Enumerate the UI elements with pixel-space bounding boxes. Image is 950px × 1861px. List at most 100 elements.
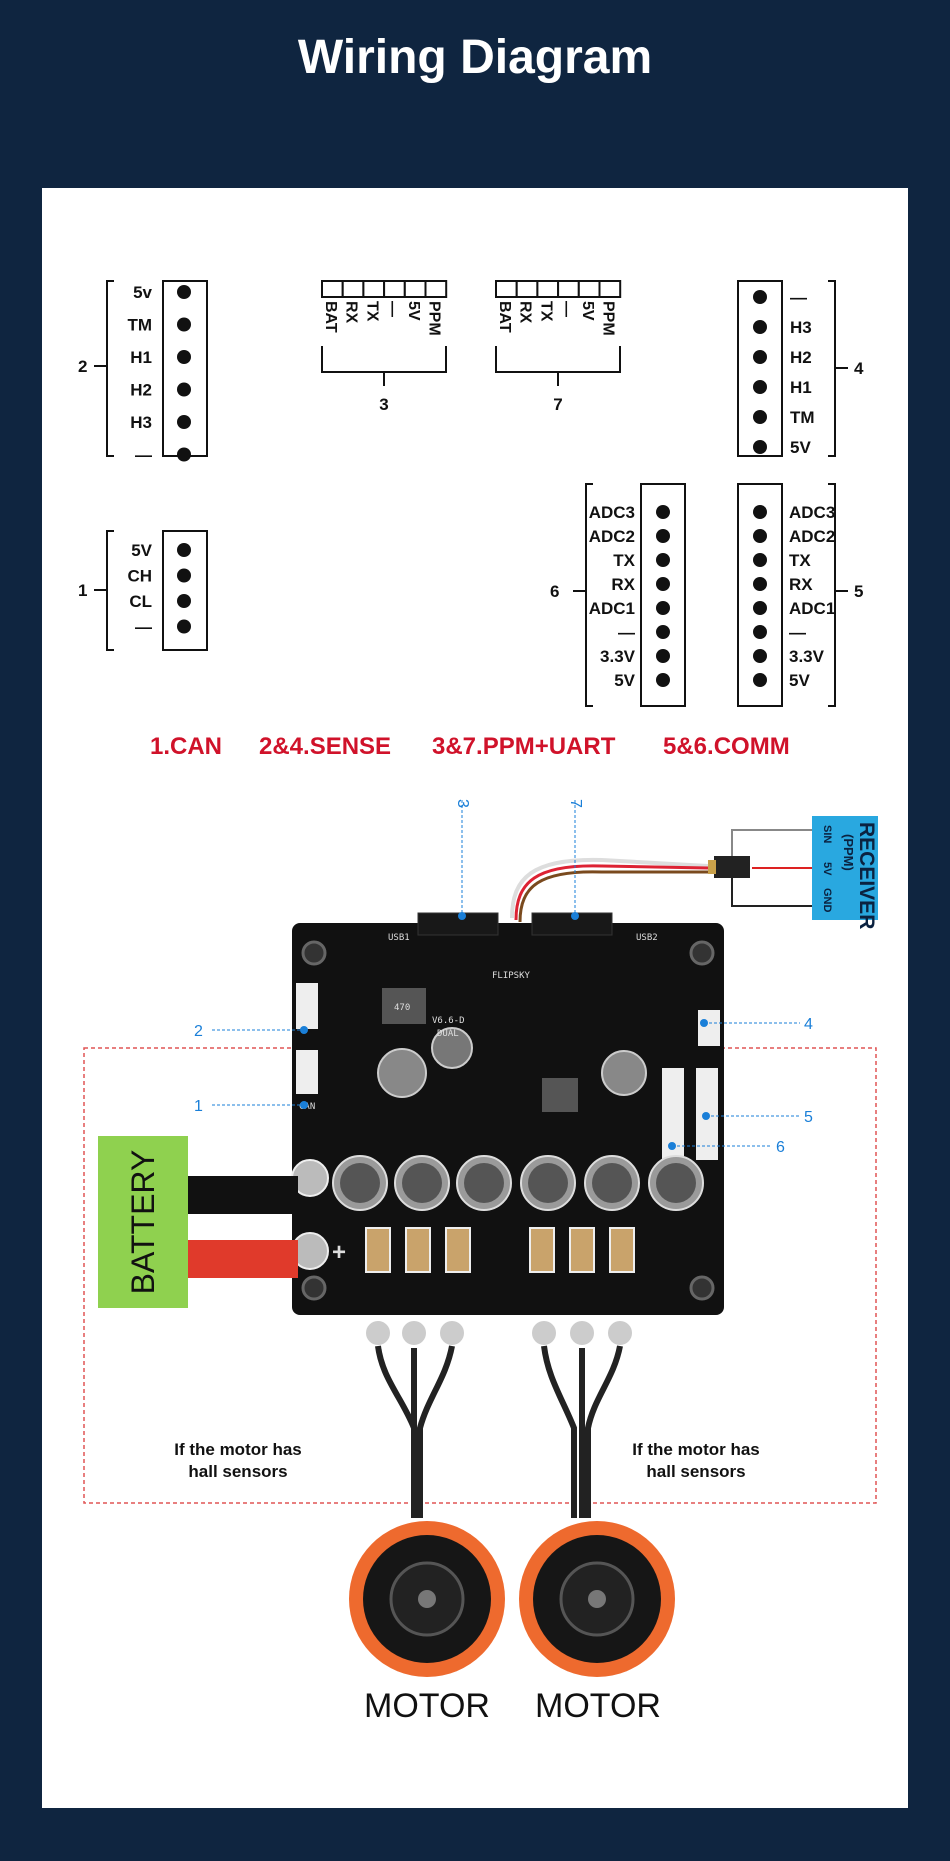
- controller-photo: RECEIVER (PPM) SIN 5V GND: [83, 799, 878, 1725]
- pin-label: TX: [537, 301, 554, 322]
- mosfet: [405, 1227, 431, 1273]
- pin-label: H3: [130, 413, 152, 432]
- mosfet: [569, 1227, 595, 1273]
- mosfet: [365, 1227, 391, 1273]
- hall-note-left-line1: If the motor has: [174, 1440, 302, 1459]
- pin-label: PPM: [426, 301, 443, 336]
- pin-label: —: [558, 301, 575, 317]
- capacitor-top: [656, 1163, 696, 1203]
- receiver-pin-sin: SIN: [821, 825, 833, 843]
- legend-item-can: 1.CAN: [150, 733, 222, 760]
- callout-3: 3: [454, 799, 471, 808]
- pin-label: RX: [517, 301, 534, 324]
- pin-dot: [753, 553, 767, 567]
- pin-dot: [177, 317, 191, 332]
- pin-label: H2: [130, 381, 152, 400]
- connector-4-number: 4: [854, 359, 864, 378]
- pin-dot: [753, 673, 767, 687]
- pin-label: ADC1: [589, 599, 635, 618]
- pin-label: 5V: [789, 671, 810, 690]
- board-label-470: 470: [394, 1003, 410, 1013]
- phase-pad: [530, 1319, 558, 1347]
- pin-label: H1: [790, 378, 812, 397]
- connector-7-number: 7: [553, 395, 562, 414]
- mosfet: [609, 1227, 635, 1273]
- pin-label: 5V: [790, 438, 811, 457]
- board-label-version: V6.6-D: [432, 1016, 465, 1026]
- pin-label: CL: [129, 592, 152, 611]
- hall-note-right-line2: hall sensors: [646, 1462, 745, 1481]
- pin-box: [536, 280, 560, 298]
- legend-item-sense: 2&4.SENSE: [259, 733, 391, 760]
- legend-item-ppm-uart: 3&7.PPM+UART: [432, 733, 616, 760]
- pin-dot: [753, 577, 767, 591]
- battery: BATTERY: [98, 1136, 298, 1308]
- connector-3-number: 3: [379, 395, 388, 414]
- connector-1-pins: 5V CH CL —: [127, 541, 191, 637]
- pin-dot: [656, 529, 670, 543]
- phase-pad: [364, 1319, 392, 1347]
- controller-board: - + 470 FLIPSKY V6.6-D DUAL CAN USB1 USB…: [291, 912, 724, 1347]
- pin-dot: [656, 673, 670, 687]
- board-label-dual: DUAL: [437, 1029, 459, 1039]
- pin-dot: [656, 601, 670, 615]
- phase-pad: [400, 1319, 428, 1347]
- pin-label: H1: [130, 348, 152, 367]
- capacitor-top: [528, 1163, 568, 1203]
- battery-label: BATTERY: [125, 1150, 161, 1295]
- callout-4: 4: [804, 1016, 813, 1033]
- pin-dot: [753, 320, 767, 334]
- pin-dot: [177, 619, 191, 634]
- motor-label-left: MOTOR: [364, 1687, 490, 1725]
- pin-box: [577, 280, 601, 298]
- capacitor-top: [592, 1163, 632, 1203]
- pin-dot: [753, 350, 767, 364]
- pin-dot: [656, 577, 670, 591]
- pin-dot: [177, 382, 191, 397]
- pin-dot: [177, 447, 191, 462]
- pin-dot: [753, 625, 767, 639]
- pin-label: TX: [789, 551, 811, 570]
- board-label-usb2: USB2: [636, 933, 658, 943]
- callout-7: 7: [567, 799, 584, 808]
- pin-dot: [177, 594, 191, 608]
- pin-box: [598, 280, 622, 298]
- pin-box: [341, 280, 365, 298]
- pin-dot: [177, 568, 191, 583]
- receiver: RECEIVER (PPM) SIN 5V GND: [708, 816, 878, 929]
- legend: 1.CAN 2&4.SENSE 3&7.PPM+UART 5&6.COMM: [150, 733, 790, 760]
- connector-5-number: 5: [854, 582, 863, 601]
- pin-dot: [656, 625, 670, 639]
- pin-box: [557, 280, 580, 298]
- page-title: Wiring Diagram: [297, 31, 653, 84]
- board-label-brand: FLIPSKY: [492, 971, 531, 981]
- pin-box: [362, 280, 386, 298]
- pin-label: 5V: [131, 541, 152, 560]
- hall-note-left-line2: hall sensors: [188, 1462, 287, 1481]
- pin-label: —: [135, 618, 152, 637]
- pin-label: BAT: [322, 301, 339, 333]
- pin-label: H2: [790, 348, 812, 367]
- legend-item-comm: 5&6.COMM: [663, 733, 790, 760]
- pin-dot: [753, 529, 767, 543]
- pin-label: 3.3V: [789, 647, 825, 666]
- pin-label: CH: [127, 567, 152, 586]
- pin-label: ADC1: [789, 599, 835, 618]
- connector-1-number: 1: [78, 581, 87, 600]
- pin-label: —: [790, 288, 807, 307]
- pin-dot: [656, 505, 670, 519]
- mosfet: [529, 1227, 555, 1273]
- pin-label: 5V: [579, 301, 596, 321]
- pin-dot: [177, 350, 191, 364]
- pin-label: TM: [127, 316, 152, 335]
- connector-6-number: 6: [550, 582, 559, 601]
- pin-box: [495, 280, 518, 298]
- pin-label: 5v: [133, 283, 152, 302]
